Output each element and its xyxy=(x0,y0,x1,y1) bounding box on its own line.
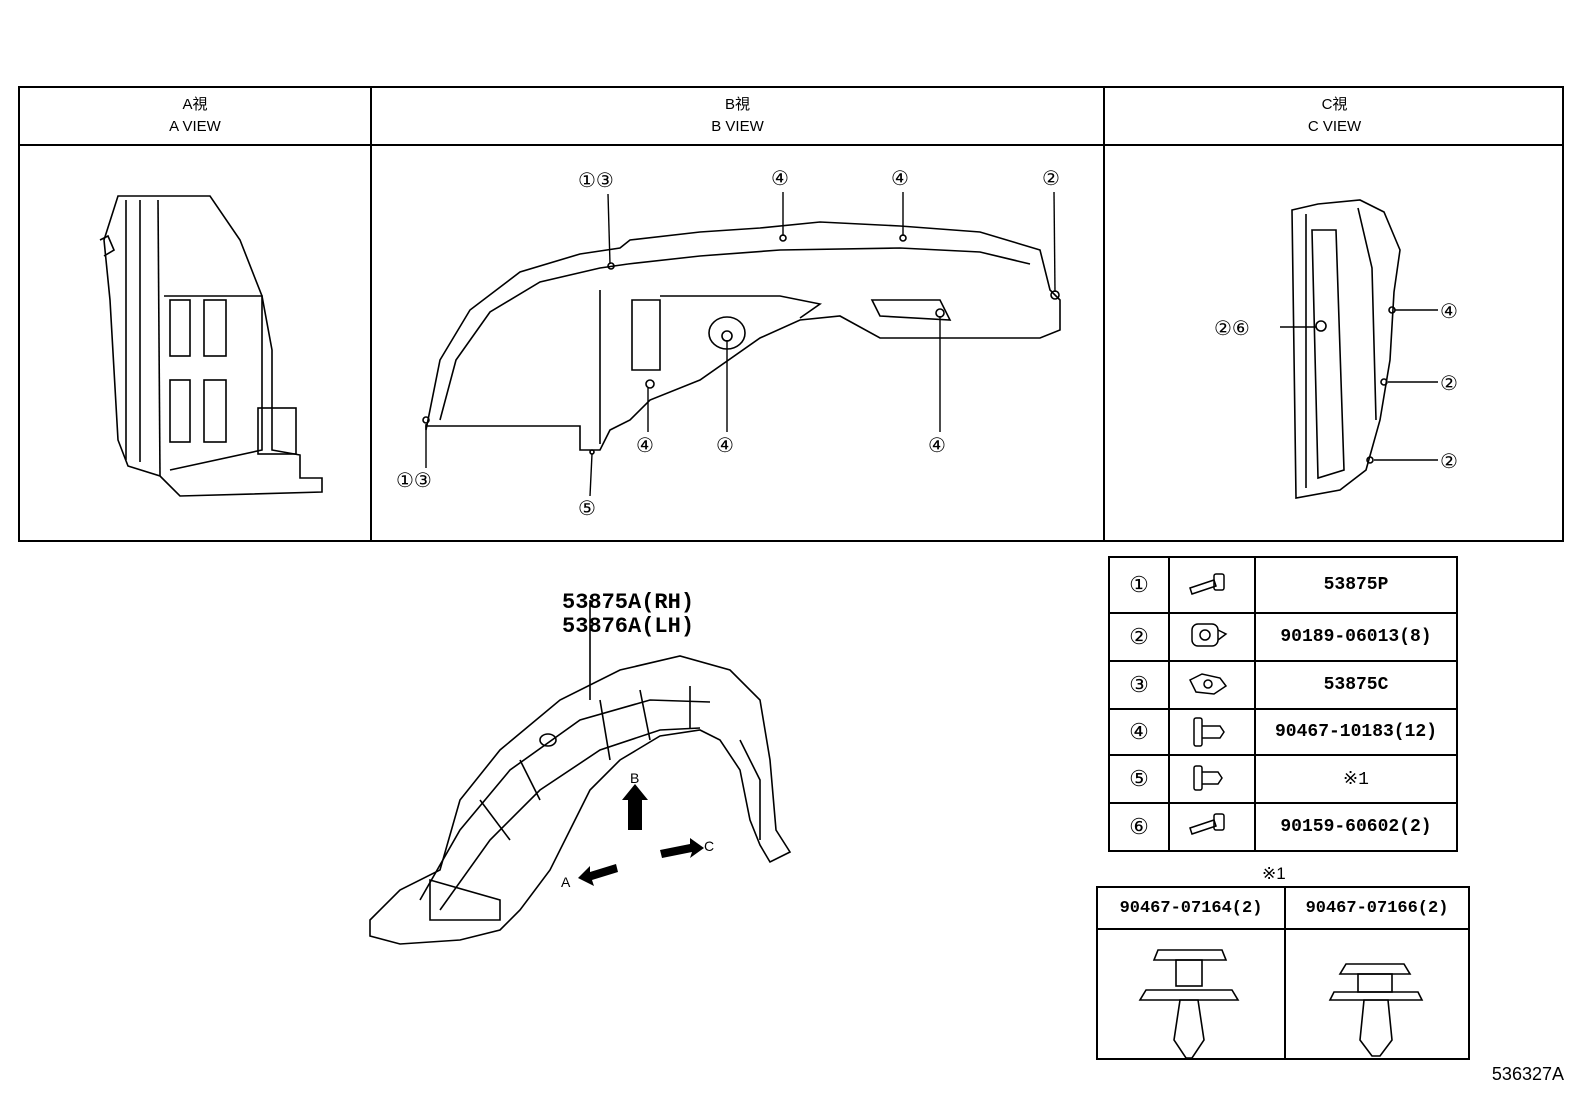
part-number: ※1 xyxy=(1254,754,1458,804)
c-view-title-en: C VIEW xyxy=(1307,118,1362,135)
table-row: ② 90189-06013(8) xyxy=(1108,612,1458,662)
b-view-header: B視 B VIEW xyxy=(372,88,1103,146)
arrow-c-label: C xyxy=(704,838,715,854)
a-view-drawing xyxy=(99,195,323,497)
callout-2-6: ②⑥ xyxy=(1214,318,1250,340)
a-view-header: A視 A VIEW xyxy=(20,88,370,146)
callout-5: ⑤ xyxy=(578,498,596,520)
b-view-title-jp: B視 xyxy=(724,96,750,113)
item-number: ④ xyxy=(1129,718,1149,744)
part-number-lh: 53876A(LH) xyxy=(562,614,695,639)
clip-header-row: 90467-07164(2) 90467-07166(2) xyxy=(1096,886,1470,930)
arrow-c-icon xyxy=(660,838,704,858)
divider xyxy=(370,88,372,540)
table-row: ④ 90467-10183(12) xyxy=(1108,708,1458,756)
callout-4-b: ④ xyxy=(891,168,909,190)
callout-c-4: ④ xyxy=(1440,301,1458,323)
part-number: 53875C xyxy=(1254,660,1458,710)
b-view-title-en: B VIEW xyxy=(711,118,764,135)
part-number: 90159-60602(2) xyxy=(1254,802,1458,852)
fender-liner-drawing xyxy=(369,600,792,945)
clip-part-number: 90467-07166(2) xyxy=(1284,886,1470,930)
item-number: ③ xyxy=(1129,671,1149,697)
clip-image-row xyxy=(1096,928,1470,1060)
item-number: ⑤ xyxy=(1129,765,1149,791)
arrow-b-label: B xyxy=(630,770,640,786)
arrow-a-icon xyxy=(578,864,618,886)
c-view-header: C視 C VIEW xyxy=(1105,88,1564,146)
item-number: ⑥ xyxy=(1129,813,1149,839)
part-number: 90467-10183(12) xyxy=(1254,708,1458,756)
callout-c-2-a: ② xyxy=(1440,373,1458,395)
clip-part-number: 90467-07164(2) xyxy=(1096,886,1286,930)
part-number: 53875P xyxy=(1254,556,1458,614)
callout-4-d: ④ xyxy=(716,435,734,457)
table-row: ① 53875P xyxy=(1108,556,1458,614)
b-view-drawing xyxy=(422,221,1061,455)
table-row: ⑤ ※1 xyxy=(1108,754,1458,804)
callout-1-3-top: ①③ xyxy=(578,170,614,192)
item-number: ① xyxy=(1129,571,1149,597)
b-view-leaders xyxy=(425,191,1056,497)
note-mark: ※1 xyxy=(1262,864,1286,883)
table-row: ⑥ 90159-60602(2) xyxy=(1108,802,1458,852)
view-panels: A視 A VIEW B視 B VIEW C視 C VIEW xyxy=(18,86,1564,542)
direction-arrows xyxy=(578,784,704,886)
part-number: 90189-06013(8) xyxy=(1254,612,1458,662)
reference-code: 536327A xyxy=(1491,1064,1564,1084)
part-number-rh: 53875A(RH) xyxy=(562,590,695,615)
parts-table: ① 53875P ② 90189-06013(8) ③ 53875C ④ 904… xyxy=(1108,556,1458,852)
c-view-leaders xyxy=(1280,309,1438,461)
callout-4-e: ④ xyxy=(928,435,946,457)
a-view-title-jp: A視 xyxy=(182,96,208,113)
callout-c-2-b: ② xyxy=(1440,451,1458,473)
a-view-title-en: A VIEW xyxy=(169,118,221,135)
table-row: ③ 53875C xyxy=(1108,660,1458,710)
item-number: ② xyxy=(1129,623,1149,649)
arrow-b-icon xyxy=(622,784,648,830)
divider xyxy=(1103,88,1105,540)
callout-1-3-left: ①③ xyxy=(396,470,432,492)
callout-2: ② xyxy=(1042,168,1060,190)
arrow-a-label: A xyxy=(561,874,571,890)
callout-4-a: ④ xyxy=(771,168,789,190)
c-view-title-jp: C視 xyxy=(1321,96,1348,113)
view-header-row xyxy=(20,88,1562,146)
c-view-drawing xyxy=(1291,199,1401,499)
callout-4-c: ④ xyxy=(636,435,654,457)
clip-table: 90467-07164(2) 90467-07166(2) xyxy=(1096,886,1470,1060)
